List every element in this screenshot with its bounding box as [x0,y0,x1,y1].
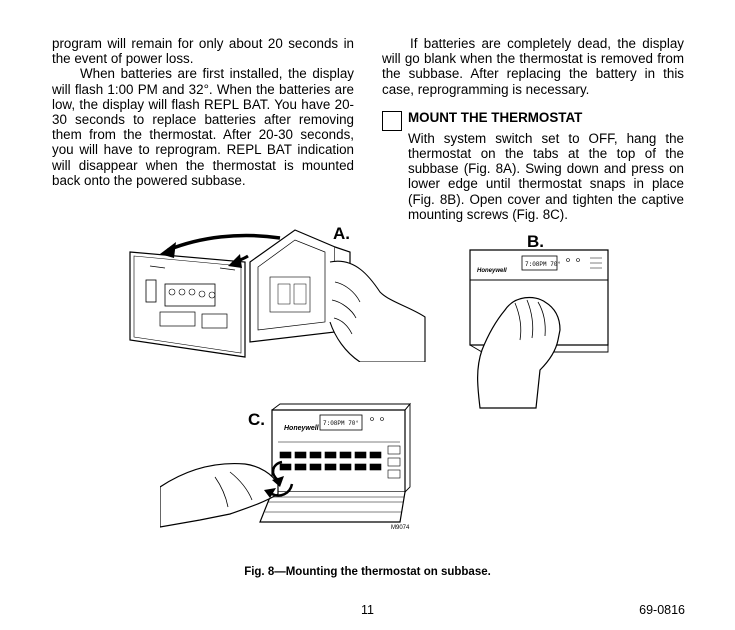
figure-label-b: B. [527,232,544,251]
figure-code: M9074 [391,525,410,531]
figure-c-lcd: 7:08PM 70° [323,420,359,427]
figure-c-brand: Honeywell [284,425,320,432]
figure-caption: Fig. 8—Mounting the thermostat on subbas… [244,566,491,578]
figure-a-illustration [129,229,426,362]
figure-label-a: A. [333,224,350,243]
step-heading-text: MOUNT THE THERMOSTAT [408,109,583,125]
left-paragraph-1: program will remain for only about 20 se… [52,36,354,67]
left-text-column: program will remain for only about 20 se… [52,36,354,188]
step-checkbox-icon [382,110,402,131]
step-body: With system switch set to OFF, hang the … [382,131,684,222]
step-body-text: With system switch set to OFF, hang the … [408,130,684,222]
left-paragraph-2: When batteries are first installed, the … [52,66,354,188]
figure-b-brand: Honeywell [477,268,507,274]
figure-b-illustration: Honeywell 7:08PM 70° [469,249,609,409]
document-number: 69-0816 [639,603,685,617]
right-text-column: If batteries are completely dead, the di… [382,36,684,222]
step-heading: MOUNT THE THERMOSTAT [382,110,684,131]
page-number: 11 [361,603,374,617]
figure-b-lcd: 7:08PM 70° [525,261,561,268]
figure-label-c: C. [248,410,265,429]
figure-c-illustration: Honeywell 7:08PM 70° [160,402,411,528]
right-paragraph-1: If batteries are completely dead, the di… [382,36,684,97]
